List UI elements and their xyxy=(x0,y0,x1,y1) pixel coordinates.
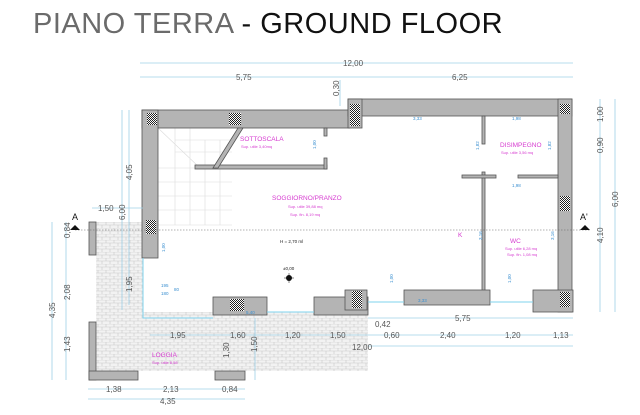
dim-right-600: 6,00 xyxy=(611,191,620,207)
level-mark: ±0,00 xyxy=(283,266,295,271)
dim-bottom-total: 12,00 xyxy=(352,343,373,352)
small-dim: 1,98 xyxy=(512,183,521,188)
room-sottoscala: SOTTOSCALA xyxy=(240,136,284,143)
small-dim: 1,82 xyxy=(547,141,552,150)
dim-loggia-row: 1,38 xyxy=(106,385,122,394)
room-wc-area: Sup. utile 6,28 mq xyxy=(505,246,537,251)
section-arrow-icon xyxy=(580,225,590,230)
dim-step: 0,30 xyxy=(332,80,341,96)
small-dim: 5,40 xyxy=(246,310,255,315)
dim-bottom-row: 1,50 xyxy=(330,331,346,340)
section-arrow-icon xyxy=(70,225,80,230)
small-dim: 3,16 xyxy=(550,231,555,240)
small-dim: 1,82 xyxy=(475,141,480,150)
small-dim: 3,33 xyxy=(413,116,422,121)
small-dim: 180 xyxy=(161,291,169,296)
room-sottoscala-area: Sup. utile 3,40mq xyxy=(241,144,272,149)
dim-right-090: 0,90 xyxy=(596,137,605,153)
dim-loggia-total: 4,35 xyxy=(160,397,176,406)
staircase xyxy=(157,127,232,226)
room-wc-fin: Sup. fin. 1,08 mq xyxy=(507,252,537,257)
dim-loggia-row: 0,84 xyxy=(222,385,238,394)
dim-bottom-row: 1,20 xyxy=(285,331,301,340)
dim-left-150: 1,50 xyxy=(98,204,114,213)
dim-bottom-row: 0,60 xyxy=(384,331,400,340)
small-dim: 1,00 xyxy=(312,140,317,149)
small-dim: 195 xyxy=(161,283,169,288)
room-kitchen: K xyxy=(458,232,463,239)
dim-loggia-130: 1,30 xyxy=(222,342,231,358)
title-english: - GROUND FLOOR xyxy=(241,8,504,40)
small-dim: 3,16 xyxy=(478,231,483,240)
dim-left-435: 4,35 xyxy=(48,302,57,318)
room-loggia: LOGGIA xyxy=(152,352,178,359)
dim-loggia-row: 2,13 xyxy=(163,385,179,394)
dimension-labels: 12,00 5,75 6,25 0,30 1,50 6,00 4,05 1,95… xyxy=(48,59,620,406)
room-soggiorno-fin: Sup. fin. 8,19 mq xyxy=(290,212,320,217)
room-wc: WC xyxy=(510,238,521,245)
small-dim: 80 xyxy=(174,287,180,292)
small-dim: 1,00 xyxy=(507,274,512,283)
windows xyxy=(142,258,533,319)
room-disimpegno: DISIMPEGNO xyxy=(500,142,542,149)
dim-bottom-row: 1,20 xyxy=(505,331,521,340)
small-dim: 3,33 xyxy=(418,298,427,303)
small-dim: 1,00 xyxy=(389,274,394,283)
dim-left-084: 0,84 xyxy=(63,222,72,238)
dim-bottom-row: 1,13 xyxy=(553,331,569,340)
dim-left-600: 6,00 xyxy=(118,204,127,220)
dim-loggia-150: 1,50 xyxy=(250,336,259,352)
loggia-paving xyxy=(96,222,368,371)
level-marker-icon xyxy=(284,273,294,283)
section-label-a-prime: A' xyxy=(580,212,588,222)
dim-bottom-575: 5,75 xyxy=(455,314,471,323)
dim-top-left: 5,75 xyxy=(236,73,252,82)
small-dimensions: 3,33 1,98 1,00 1,82 1,82 1,98 3,16 3,16 … xyxy=(161,116,555,315)
small-dim: 1,00 xyxy=(161,243,166,252)
dim-left-195: 1,95 xyxy=(125,276,134,292)
dim-bottom-042: 0,42 xyxy=(375,320,391,329)
pillars xyxy=(146,104,570,311)
room-disimpegno-area: Sup. utile 3,56 mq xyxy=(501,150,533,155)
ceiling-height: H = 2,70 ml xyxy=(280,239,303,244)
title-italian: PIANO TERRA xyxy=(33,8,233,40)
room-soggiorno-area: Sup. utile 39,88 mq xyxy=(288,204,322,209)
room-labels: SOTTOSCALA Sup. utile 3,40mq DISIMPEGNO … xyxy=(152,136,542,365)
dimension-lines xyxy=(51,62,616,400)
room-loggia-area: Sup. utile 8,58 xyxy=(152,360,178,365)
dim-right-410: 4,10 xyxy=(596,227,605,243)
small-dim: 1,98 xyxy=(512,116,521,121)
dim-left-405: 4,05 xyxy=(125,164,134,180)
plan-title: PIANO TERRA - GROUND FLOOR xyxy=(33,8,503,41)
room-soggiorno: SOGGIORNO/PRANZO xyxy=(272,195,342,202)
section-label-a: A xyxy=(72,212,78,222)
dim-right-100: 1,00 xyxy=(596,106,605,122)
section-line: A A' xyxy=(70,212,590,231)
dim-bottom-row: 2,40 xyxy=(440,331,456,340)
dim-top-total: 12,00 xyxy=(343,59,364,68)
dim-left-208: 2,08 xyxy=(63,284,72,300)
dim-top-right: 6,25 xyxy=(452,73,468,82)
dim-left-143: 1,43 xyxy=(63,336,72,352)
dim-bottom-row: 1,60 xyxy=(230,331,246,340)
dim-bottom-row: 1,95 xyxy=(170,331,186,340)
